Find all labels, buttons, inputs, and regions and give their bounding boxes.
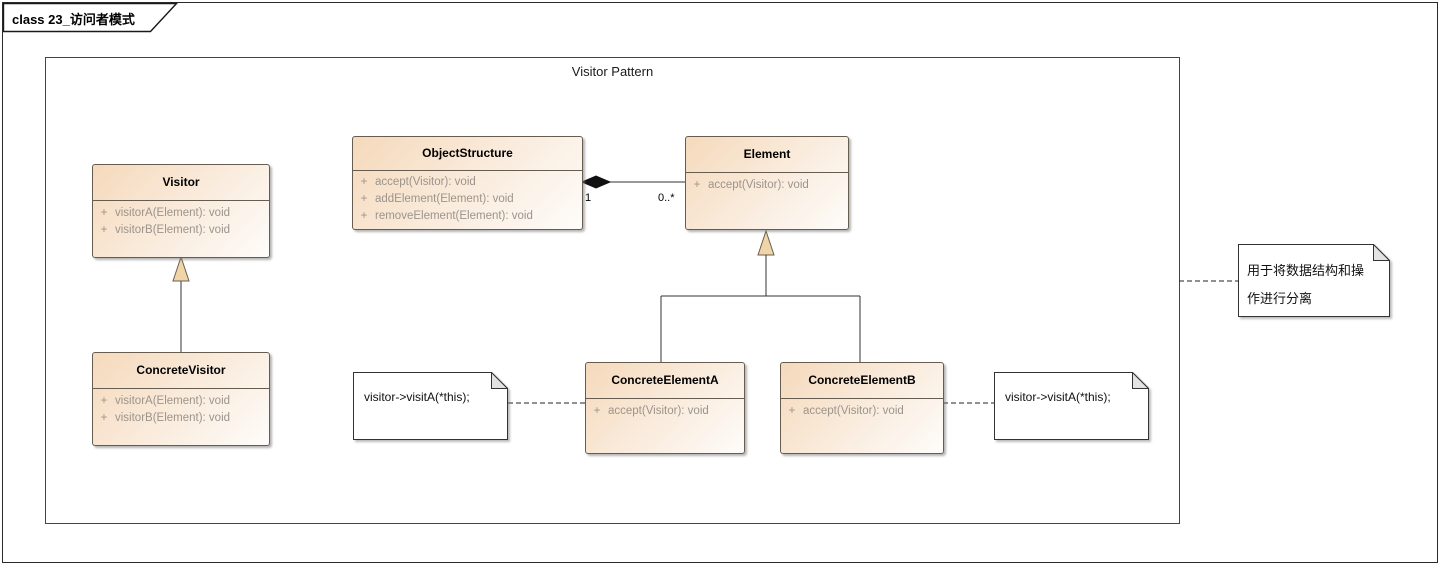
method-row: +accept(Visitor): void (360, 176, 476, 188)
pattern-boundary[interactable]: Visitor Pattern (45, 57, 1180, 524)
method-row: +visitorB(Element): void (100, 412, 231, 424)
method-row: +addElement(Element): void (360, 193, 514, 205)
method-row: +removeElement(Element): void (360, 210, 533, 222)
note-text: 作进行分离 (1247, 291, 1313, 306)
class-objectstructure-name: ObjectStructure (353, 137, 582, 171)
method-row: +visitorB(Element): void (100, 224, 231, 236)
class-concretevisitor-name: ConcreteVisitor (93, 353, 269, 389)
class-visitor[interactable]: Visitor +visitorA(Element): void +visito… (92, 164, 270, 258)
class-concreteelementa[interactable]: ConcreteElementA +accept(Visitor): void (585, 362, 745, 454)
note-shape (994, 372, 1149, 440)
method-row: +visitorA(Element): void (100, 207, 231, 219)
note-fold-corner (1373, 244, 1390, 261)
note-visita-left[interactable]: visitor->visitA(*this); (353, 372, 508, 440)
diagram-tab-shape (3, 3, 178, 33)
class-concreteelementb[interactable]: ConcreteElementB +accept(Visitor): void (780, 362, 944, 454)
note-visita-right[interactable]: visitor->visitA(*this); (994, 372, 1149, 440)
method-row: +accept(Visitor): void (788, 405, 904, 417)
note-text: 用于将数据结构和操 (1247, 263, 1365, 278)
class-objectstructure[interactable]: ObjectStructure +accept(Visitor): void +… (352, 136, 583, 230)
note-pattern-purpose[interactable]: 用于将数据结构和操 作进行分离 (1238, 244, 1390, 317)
boundary-title: Visitor Pattern (571, 64, 654, 79)
note-shape (1238, 244, 1390, 317)
class-concreteelementb-name: ConcreteElementB (781, 363, 943, 399)
diagram-tab[interactable]: class 23_访问者模式 (3, 3, 181, 34)
note-text: visitor->visitA(*this); (364, 390, 470, 404)
class-element[interactable]: Element +accept(Visitor): void (685, 136, 849, 230)
class-concretevisitor[interactable]: ConcreteVisitor +visitorA(Element): void… (92, 352, 270, 446)
note-text: visitor->visitA(*this); (1005, 390, 1111, 404)
diagram-tab-label: class 23_访问者模式 (12, 12, 135, 27)
method-row: +accept(Visitor): void (693, 179, 809, 191)
class-concreteelementa-name: ConcreteElementA (586, 363, 744, 399)
class-visitor-name: Visitor (93, 165, 269, 201)
note-shape (353, 372, 508, 440)
note-fold-corner (491, 372, 508, 389)
method-row: +visitorA(Element): void (100, 395, 231, 407)
class-element-name: Element (686, 137, 848, 173)
method-row: +accept(Visitor): void (593, 405, 709, 417)
note-fold-corner (1132, 372, 1149, 389)
